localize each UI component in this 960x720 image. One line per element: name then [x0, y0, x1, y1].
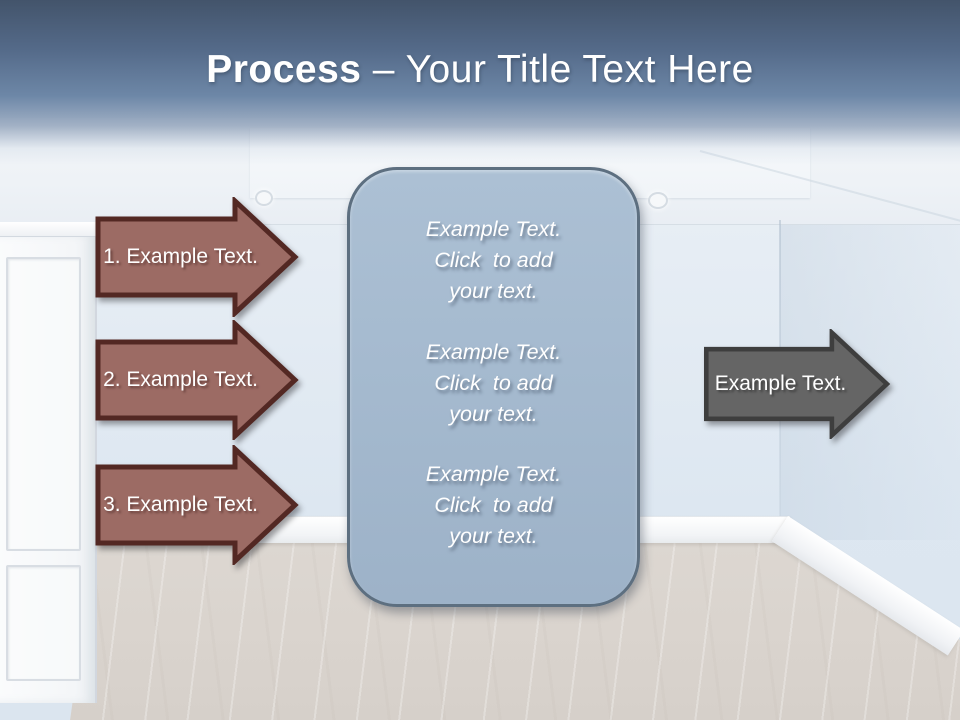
- red-arrow-icon: [95, 197, 299, 317]
- text-placeholder-group-2[interactable]: Example Text. Click to add your text.: [364, 337, 623, 430]
- text-placeholder-group-3[interactable]: Example Text. Click to add your text.: [364, 459, 623, 552]
- door-panel: [6, 565, 81, 681]
- door-frame: [0, 222, 98, 237]
- placeholder-line: Click to add: [434, 493, 553, 517]
- step-1-label: 1. Example Text.: [103, 245, 258, 268]
- slide-title-text: – Your Title Text Here: [361, 48, 754, 91]
- gray-arrow-icon: [704, 329, 891, 439]
- output-arrow[interactable]: Example Text.: [695, 329, 900, 439]
- text-placeholder-group-1[interactable]: Example Text. Click to add your text.: [364, 214, 623, 307]
- placeholder-line: Click to add: [434, 248, 553, 272]
- slide-title[interactable]: Process – Your Title Text Here: [0, 48, 960, 92]
- step-3-label: 3. Example Text.: [103, 493, 258, 516]
- step-2-label: 2. Example Text.: [103, 368, 258, 391]
- placeholder-line: Example Text.: [425, 339, 562, 364]
- step-1-arrow[interactable]: 1. Example Text.: [95, 197, 300, 317]
- output-arrow-label: Example Text.: [714, 372, 847, 395]
- step-2-arrow[interactable]: 2. Example Text.: [95, 320, 300, 440]
- placeholder-line: Example Text.: [425, 217, 562, 241]
- recessed-light-icon: [255, 190, 273, 206]
- placeholder-line: Click to add: [434, 370, 553, 395]
- recessed-light-icon: [648, 192, 668, 209]
- placeholder-line: your text.: [449, 524, 538, 548]
- step-3-arrow[interactable]: 3. Example Text.: [95, 445, 300, 565]
- slide-title-keyword: Process: [206, 48, 362, 91]
- header-gradient-band: [0, 0, 960, 165]
- white-door: [0, 235, 97, 703]
- red-arrow-icon: [95, 445, 299, 565]
- placeholder-line: your text.: [449, 279, 538, 303]
- center-text-box[interactable]: Example Text. Click to add your text. Ex…: [347, 167, 640, 607]
- placeholder-line: Example Text.: [425, 462, 562, 486]
- red-arrow-icon: [95, 320, 299, 440]
- placeholder-line: your text.: [449, 401, 538, 426]
- door-panel: [6, 257, 81, 551]
